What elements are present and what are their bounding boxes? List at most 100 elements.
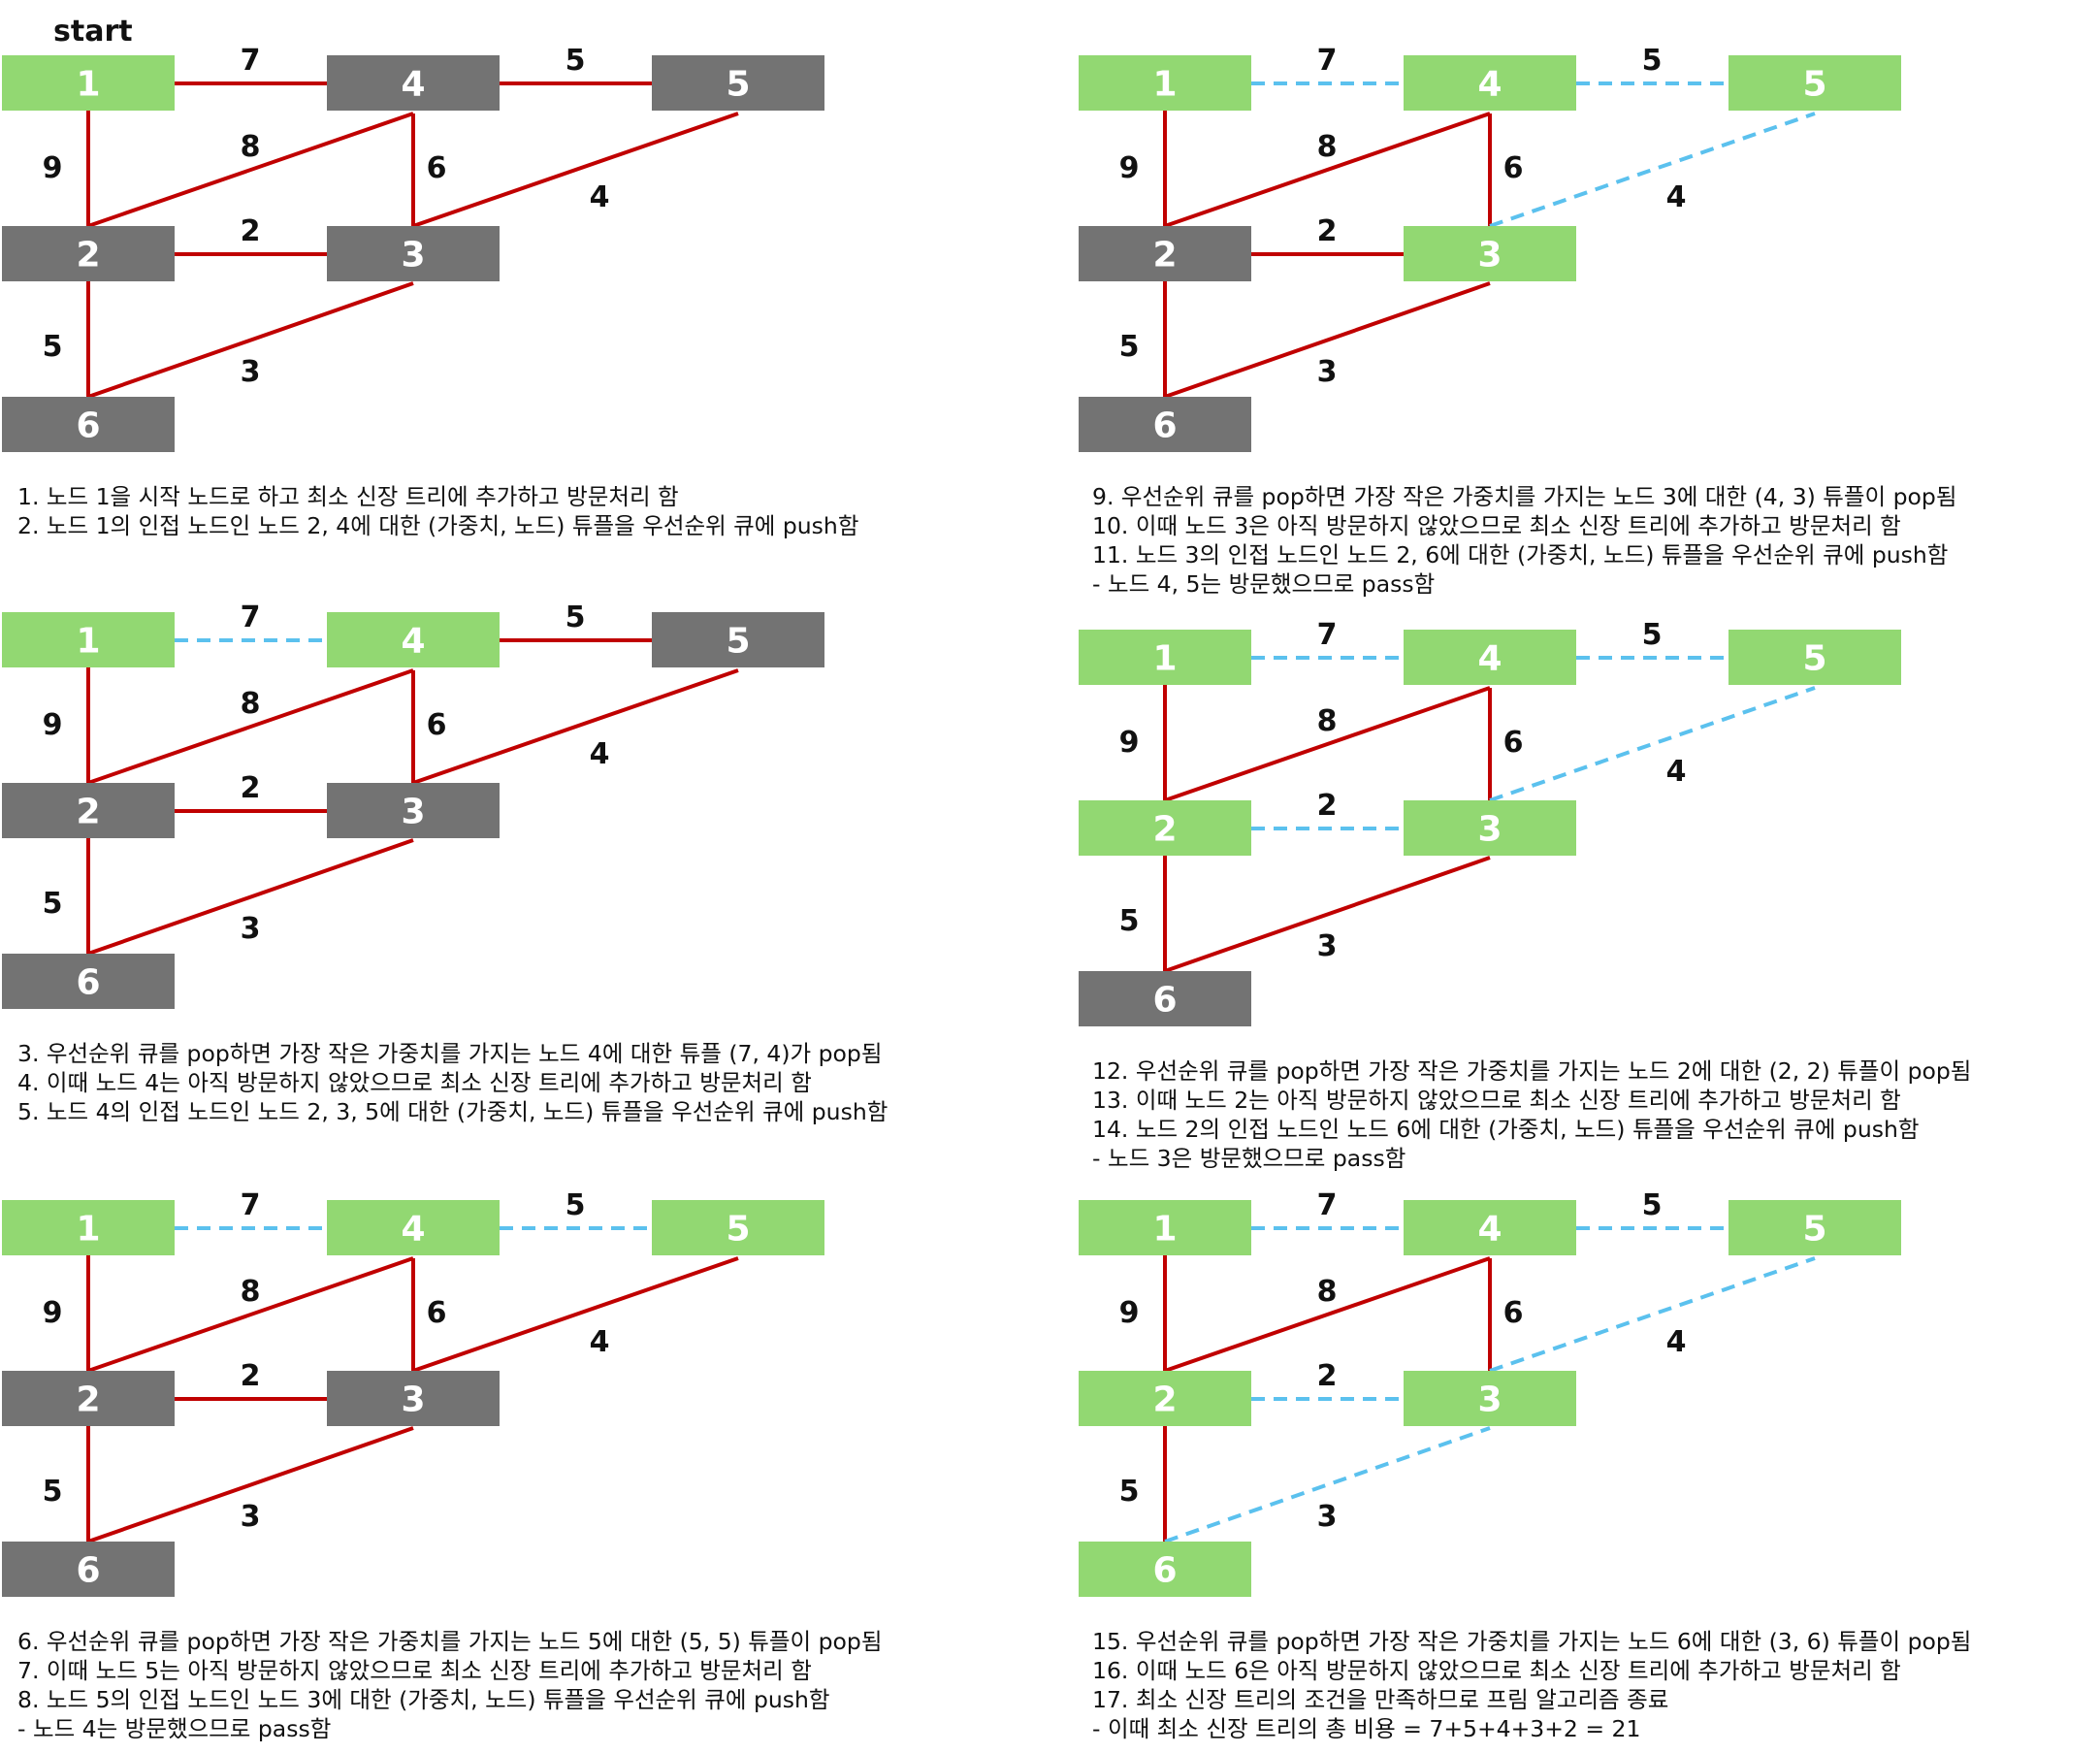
node-6-unvisited <box>1079 397 1251 452</box>
node-3-visited <box>1404 800 1576 856</box>
node-3-visited <box>1404 1371 1576 1426</box>
node-label-6: 6 <box>1152 406 1177 446</box>
node-label-4: 4 <box>1477 65 1502 105</box>
edge-weight-4-3: 6 <box>427 1296 447 1330</box>
node-3-unvisited <box>327 1371 500 1426</box>
edge-weight-2-3: 2 <box>241 214 261 248</box>
edge-3-5 <box>412 668 739 785</box>
node-5-visited <box>1728 55 1901 111</box>
edge-weight-1-4: 7 <box>241 1188 261 1222</box>
edge-weight-1-2: 9 <box>1119 151 1140 185</box>
node-label-5: 5 <box>726 1210 750 1250</box>
edge-3-5 <box>412 112 739 228</box>
node-2-unvisited <box>2 1371 175 1426</box>
node-4-visited <box>1404 1200 1576 1255</box>
node-6-unvisited <box>2 1542 175 1597</box>
node-label-4: 4 <box>401 622 425 662</box>
node-label-2: 2 <box>76 236 100 276</box>
step-line: 14. 노드 2의 인접 노드인 노드 6에 대한 (가중치, 노드) 튜플을 … <box>1092 1116 1920 1143</box>
node-label-4: 4 <box>401 65 425 105</box>
step-line: 5. 노드 4의 인접 노드인 노드 2, 3, 5에 대한 (가중치, 노드)… <box>17 1098 888 1125</box>
node-label-2: 2 <box>76 793 100 832</box>
edge-weight-2-3: 2 <box>241 1359 261 1393</box>
edge-weight-4-3: 6 <box>1503 1296 1524 1330</box>
node-2-visited <box>1079 1371 1251 1426</box>
step-description-1: 1. 노드 1을 시작 노드로 하고 최소 신장 트리에 추가하고 방문처리 함… <box>17 482 858 540</box>
edge-6-3 <box>1164 281 1491 399</box>
node-3-unvisited <box>327 783 500 838</box>
edge-weight-4-5: 5 <box>565 44 586 78</box>
node-label-3: 3 <box>401 793 425 832</box>
edge-weight-1-4: 7 <box>1317 44 1338 78</box>
step-line: - 이때 최소 신장 트리의 총 비용 = 7+5+4+3+2 = 21 <box>1092 1715 1641 1742</box>
node-label-4: 4 <box>1477 639 1502 679</box>
node-1-visited <box>2 612 175 667</box>
edge-weight-4-5: 5 <box>1642 44 1663 78</box>
node-label-3: 3 <box>1477 236 1502 276</box>
edge-weight-1-4: 7 <box>1317 618 1338 652</box>
edge-weight-2-4: 8 <box>1317 704 1338 738</box>
node-1-visited <box>2 1200 175 1255</box>
edge-2-4 <box>1164 112 1491 228</box>
edge-weight-1-2: 9 <box>43 708 63 742</box>
edge-6-3 <box>87 1426 414 1543</box>
start-label: start <box>53 15 133 49</box>
node-label-5: 5 <box>1802 639 1826 679</box>
node-1-visited <box>1079 55 1251 111</box>
edge-weight-6-3: 3 <box>241 355 261 389</box>
node-label-2: 2 <box>1152 1380 1177 1420</box>
node-5-visited <box>1728 1200 1901 1255</box>
edge-weight-2-6: 5 <box>1119 904 1140 938</box>
node-6-unvisited <box>2 954 175 1009</box>
edge-weight-2-6: 5 <box>43 1475 63 1509</box>
node-label-3: 3 <box>401 1380 425 1420</box>
step-line: 13. 이때 노드 2는 아직 방문하지 않았으므로 최소 신장 트리에 추가하… <box>1092 1087 1901 1114</box>
edge-2-4 <box>1164 1256 1491 1373</box>
edge-weight-2-3: 2 <box>241 771 261 805</box>
edge-weight-2-6: 5 <box>43 330 63 364</box>
node-label-4: 4 <box>1477 1210 1502 1250</box>
edge-weight-1-2: 9 <box>43 151 63 185</box>
edge-weight-1-2: 9 <box>1119 1296 1140 1330</box>
node-2-unvisited <box>2 783 175 838</box>
node-1-visited <box>1079 1200 1251 1255</box>
node-6-unvisited <box>2 397 175 452</box>
step-description-4: 9. 우선순위 큐를 pop하면 가장 작은 가중치를 가지는 노드 3에 대한… <box>1092 482 1956 599</box>
edge-weight-3-5: 4 <box>590 180 610 214</box>
node-label-5: 5 <box>1802 1210 1826 1250</box>
node-label-6: 6 <box>76 963 100 1003</box>
node-3-visited <box>1404 226 1576 281</box>
node-label-1: 1 <box>76 65 100 105</box>
step-description-2: 3. 우선순위 큐를 pop하면 가장 작은 가중치를 가지는 노드 4에 대한… <box>17 1039 888 1126</box>
edge-6-3 <box>87 838 414 956</box>
edge-2-4 <box>87 668 414 785</box>
node-label-5: 5 <box>726 622 750 662</box>
step-line: 1. 노드 1을 시작 노드로 하고 최소 신장 트리에 추가하고 방문처리 함 <box>17 483 679 510</box>
edge-weight-2-6: 5 <box>1119 330 1140 364</box>
edge-weight-4-5: 5 <box>565 601 586 634</box>
step-line: 15. 우선순위 큐를 pop하면 가장 작은 가중치를 가지는 노드 6에 대… <box>1092 1628 1972 1655</box>
edge-weight-4-3: 6 <box>427 151 447 185</box>
edge-weight-6-3: 3 <box>241 912 261 946</box>
step-line: - 노드 4는 방문했으므로 pass함 <box>17 1715 332 1742</box>
edge-weight-2-4: 8 <box>1317 1275 1338 1309</box>
edge-weight-6-3: 3 <box>1317 355 1338 389</box>
node-label-5: 5 <box>726 65 750 105</box>
step-line: 2. 노드 1의 인접 노드인 노드 2, 4에 대한 (가중치, 노드) 튜플… <box>17 512 859 539</box>
node-label-1: 1 <box>1152 65 1177 105</box>
step-line: 17. 최소 신장 트리의 조건을 만족하므로 프림 알고리즘 종료 <box>1092 1686 1669 1713</box>
edge-6-3 <box>87 281 414 399</box>
edge-2-4 <box>87 1256 414 1373</box>
step-line: 16. 이때 노드 6은 아직 방문하지 않았으므로 최소 신장 트리에 추가하… <box>1092 1657 1901 1684</box>
node-label-1: 1 <box>76 1210 100 1250</box>
step-description-5: 12. 우선순위 큐를 pop하면 가장 작은 가중치를 가지는 노드 2에 대… <box>1092 1056 1971 1173</box>
step-line: - 노드 3은 방문했으므로 pass함 <box>1092 1145 1406 1172</box>
step-line: 3. 우선순위 큐를 pop하면 가장 작은 가중치를 가지는 노드 4에 대한… <box>17 1040 883 1067</box>
